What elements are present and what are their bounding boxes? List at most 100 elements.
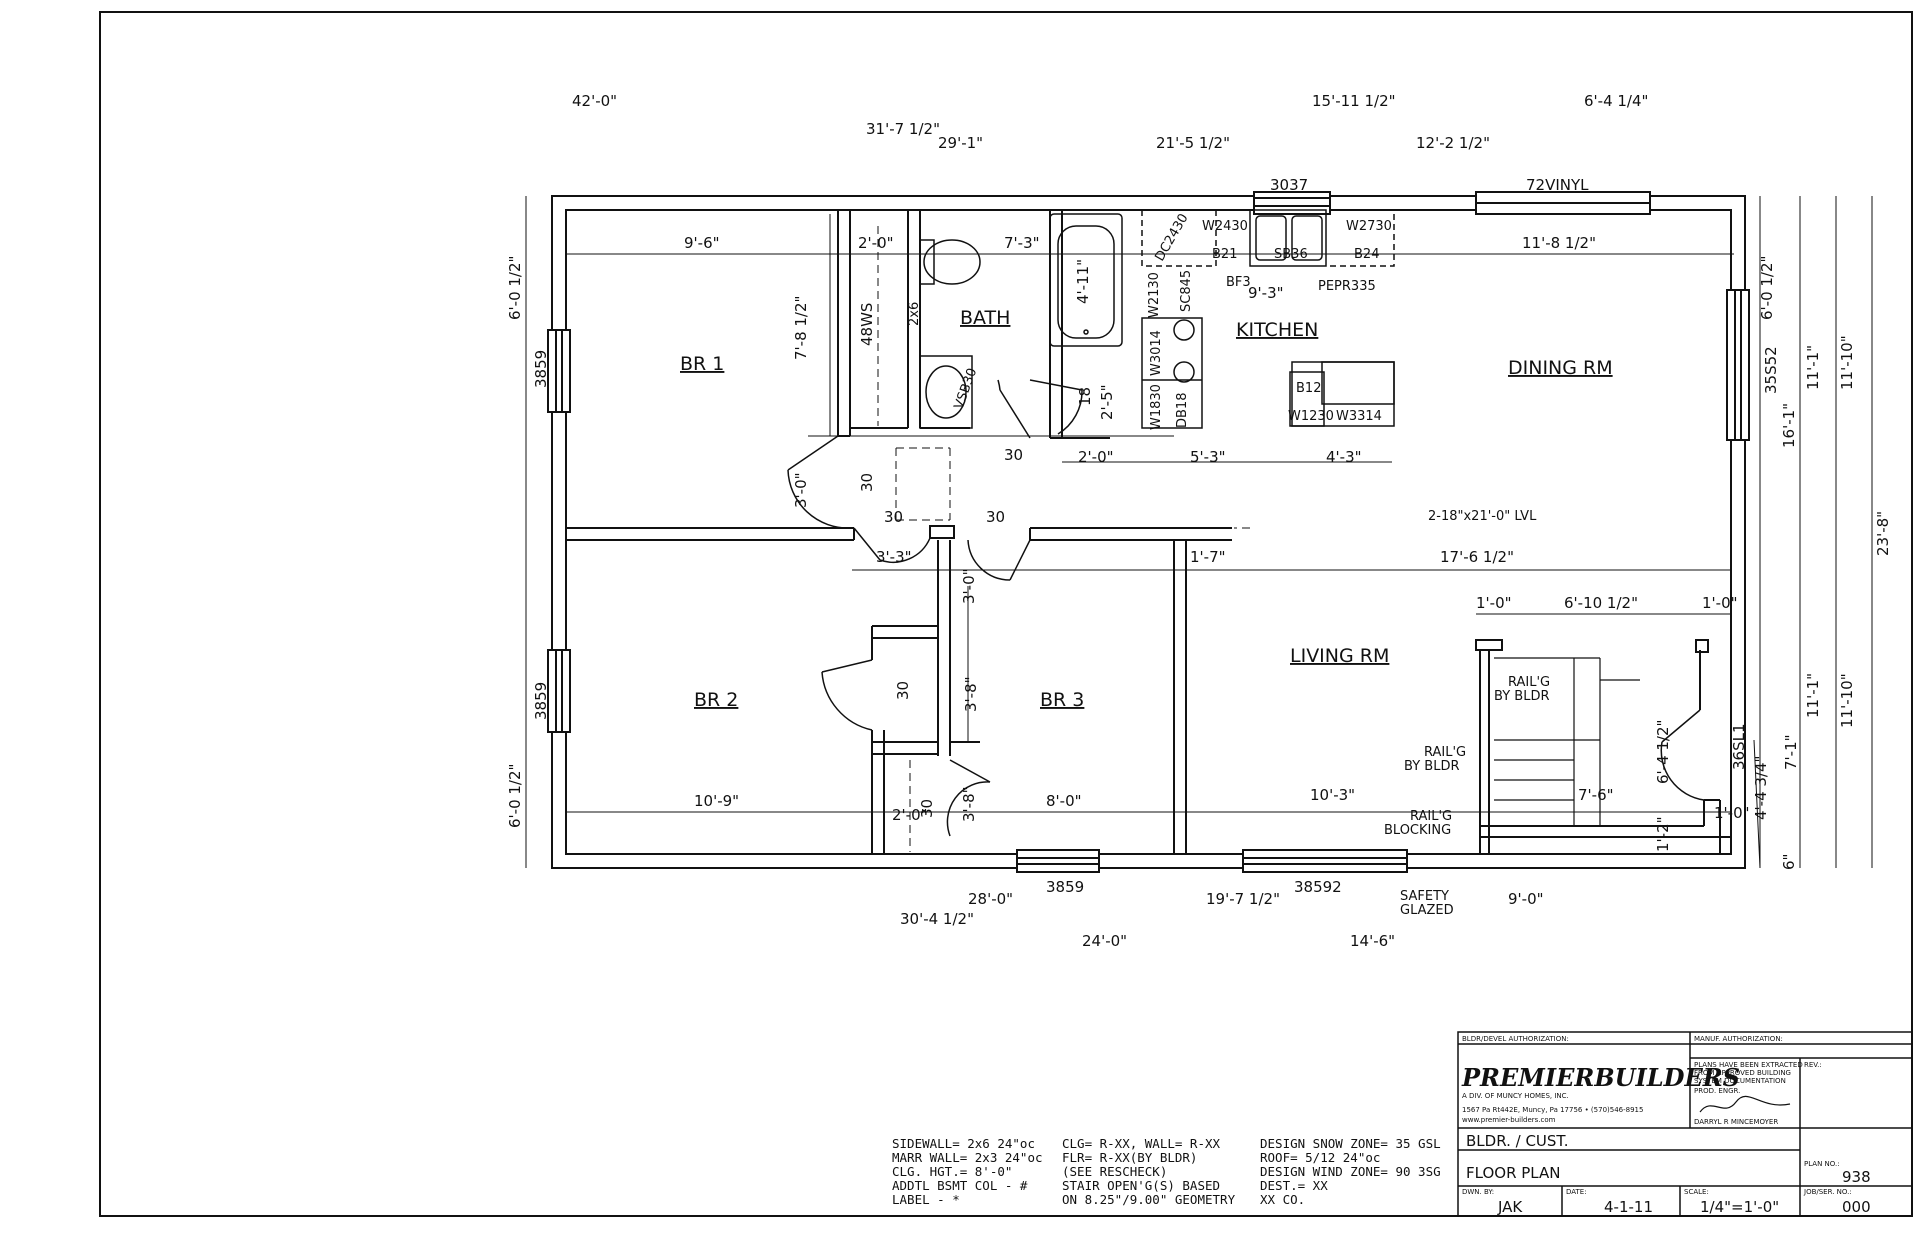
interior-dim: 6'-10 1/2" bbox=[1564, 594, 1638, 612]
right-dim: 23'-8" bbox=[1874, 511, 1892, 556]
door-size-label: 18 bbox=[1076, 387, 1094, 406]
interior-dim: 4'-11" bbox=[1074, 259, 1092, 304]
engineer-signature bbox=[1699, 1095, 1791, 1113]
vanity-label: VSB30 bbox=[952, 366, 981, 411]
job-no: 000 bbox=[1842, 1198, 1871, 1216]
rail-callout: BY BLDR bbox=[1494, 689, 1550, 704]
note-line: ROOF= 5/12 24"oc bbox=[1260, 1150, 1380, 1165]
interior-dim: 8'-0" bbox=[1046, 792, 1082, 810]
door-size-label: 30 bbox=[918, 799, 936, 818]
window-label: 35S52 bbox=[1762, 346, 1780, 394]
interior-dim: 3'-0" bbox=[960, 568, 978, 604]
right-dim: 6" bbox=[1780, 854, 1798, 870]
window-label: 38592 bbox=[1294, 878, 1342, 896]
cabinet-label: BF3 bbox=[1226, 275, 1251, 290]
room-label-living: LIVING RM bbox=[1290, 645, 1389, 667]
title-block: BLDR/DEVEL AUTHORIZATION: MANUF. AUTHORI… bbox=[1457, 1031, 1913, 1217]
plan-no: 938 bbox=[1842, 1168, 1871, 1186]
left-dim: 3859 bbox=[532, 350, 550, 388]
cabinet-label: DC2430 bbox=[1152, 211, 1191, 264]
interior-dim: 17'-6 1/2" bbox=[1440, 548, 1514, 566]
note-line: DEST.= XX bbox=[1260, 1178, 1328, 1193]
company-division: A DIV. OF MUNCY HOMES, INC. bbox=[1462, 1092, 1569, 1100]
rail-callout: RAIL'G bbox=[1508, 675, 1550, 690]
drawing-date: 4-1-11 bbox=[1604, 1198, 1653, 1216]
interior-dim: 3'-3" bbox=[876, 548, 912, 566]
interior-dim: 10'-9" bbox=[694, 792, 739, 810]
sheet-border bbox=[99, 11, 1913, 1217]
cabinet-label: B12 bbox=[1296, 381, 1321, 396]
right-dim: 11'-1" bbox=[1804, 345, 1822, 390]
wall-label: 2x6 bbox=[907, 302, 922, 326]
cabinet-label: B21 bbox=[1212, 247, 1237, 262]
closet-label: 48WS bbox=[858, 303, 876, 346]
date-label: DATE: bbox=[1566, 1188, 1587, 1196]
drawing-scale: 1/4"=1'-0" bbox=[1700, 1198, 1779, 1216]
appliance-label: PEPR335 bbox=[1318, 279, 1376, 294]
left-dim: 6'-0 1/2" bbox=[506, 256, 524, 320]
bldr-auth-label: BLDR/DEVEL AUTHORIZATION: bbox=[1462, 1035, 1569, 1043]
sheet-title: FLOOR PLAN bbox=[1466, 1164, 1560, 1182]
right-dimensions: 6'-0 1/2" 16'-1" 11'-1" 11'-10" 23'-8" 1… bbox=[1758, 256, 1892, 870]
room-label-bath: BATH bbox=[960, 307, 1010, 329]
note-line: (SEE RESCHECK) bbox=[1062, 1164, 1167, 1179]
room-labels: BR 1 BR 2 BR 3 BATH KITCHEN DINING RM LI… bbox=[680, 307, 1613, 711]
top-dimensions: 42'-0" 31'-7 1/2" 29'-1" 21'-5 1/2" 15'-… bbox=[572, 92, 1648, 152]
interior-dim: 1'-0" bbox=[1702, 594, 1738, 612]
top-dim: 42'-0" bbox=[572, 92, 617, 110]
bottom-dim: 30'-4 1/2" bbox=[900, 910, 974, 928]
rail-callout: RAIL'G bbox=[1424, 745, 1466, 760]
interior-dim: 1'-2" bbox=[1654, 816, 1672, 852]
kitchen-fixtures bbox=[1141, 209, 1395, 429]
interior-dim: 9'-6" bbox=[684, 234, 720, 252]
interior-dim: 1'-0" bbox=[1714, 804, 1750, 822]
interior-dim: 11'-8 1/2" bbox=[1522, 234, 1596, 252]
interior-dim: 1'-7" bbox=[1190, 548, 1226, 566]
door-label: 72VINYL bbox=[1526, 176, 1589, 194]
dwn-by-label: DWN. BY: bbox=[1462, 1188, 1494, 1196]
plans-note: PLANS HAVE BEEN EXTRACTED bbox=[1694, 1061, 1803, 1069]
bottom-dim: 9'-0" bbox=[1508, 890, 1544, 908]
right-dim: 11'-10" bbox=[1838, 335, 1856, 390]
plans-note: FROM APPROVED BUILDING bbox=[1694, 1069, 1791, 1077]
interior-dim: 7'-8 1/2" bbox=[792, 296, 810, 360]
door-size-label: 30 bbox=[858, 473, 876, 492]
safety-callout: GLAZED bbox=[1400, 903, 1454, 918]
exterior-walls bbox=[547, 191, 1750, 873]
top-dim: 12'-2 1/2" bbox=[1416, 134, 1490, 152]
interior-dim: 9'-3" bbox=[1248, 284, 1284, 302]
cabinet-label: W2130 bbox=[1147, 272, 1162, 318]
company-logo: PREMIERBUILDERS bbox=[1461, 1063, 1740, 1092]
sink-label: SB36 bbox=[1274, 247, 1308, 262]
cabinet-label: W2430 bbox=[1202, 219, 1248, 234]
note-line: STAIR OPEN'G(S) BASED bbox=[1062, 1178, 1220, 1193]
company-address: 1567 Pa Rt442E, Muncy, Pa 17756 • (570)5… bbox=[1462, 1106, 1643, 1114]
door-size-label: 30 bbox=[884, 508, 903, 526]
cabinet-label: W1830 bbox=[1149, 384, 1164, 430]
interior-dim: 6'-4 1/2" bbox=[1654, 720, 1672, 784]
note-line: ADDTL BSMT COL - # bbox=[892, 1178, 1028, 1193]
top-dim: 6'-4 1/4" bbox=[1584, 92, 1648, 110]
left-dim: 6'-0 1/2" bbox=[506, 764, 524, 828]
cabinet-label: W3314 bbox=[1336, 409, 1382, 424]
cabinet-label: W1230 bbox=[1288, 409, 1334, 424]
note-line: ON 8.25"/9.00" GEOMETRY bbox=[1062, 1192, 1236, 1207]
safety-callout: SAFETY bbox=[1400, 889, 1449, 904]
top-dim: 31'-7 1/2" bbox=[866, 120, 940, 138]
note-line: CLG. HGT.= 8'-0" bbox=[892, 1164, 1012, 1179]
interior-dim: 7'-6" bbox=[1578, 786, 1614, 804]
window-label: 3859 bbox=[1046, 878, 1084, 896]
door-size-label: 30 bbox=[894, 681, 912, 700]
note-line: SIDEWALL= 2x6 24"oc bbox=[892, 1136, 1035, 1151]
room-label-br1: BR 1 bbox=[680, 353, 724, 375]
bath-fixtures bbox=[919, 213, 1123, 429]
rail-callout: BY BLDR bbox=[1404, 759, 1460, 774]
rail-callout: RAIL'G bbox=[1410, 809, 1452, 824]
left-dim: 3859 bbox=[532, 682, 550, 720]
interior-dim: 7'-3" bbox=[1004, 234, 1040, 252]
dimension-lines bbox=[525, 196, 1873, 869]
appliance-label: SC845 bbox=[1179, 270, 1194, 312]
cabinet-label: W2730 bbox=[1346, 219, 1392, 234]
dashed-lines bbox=[877, 226, 1250, 852]
top-dim: 29'-1" bbox=[938, 134, 983, 152]
